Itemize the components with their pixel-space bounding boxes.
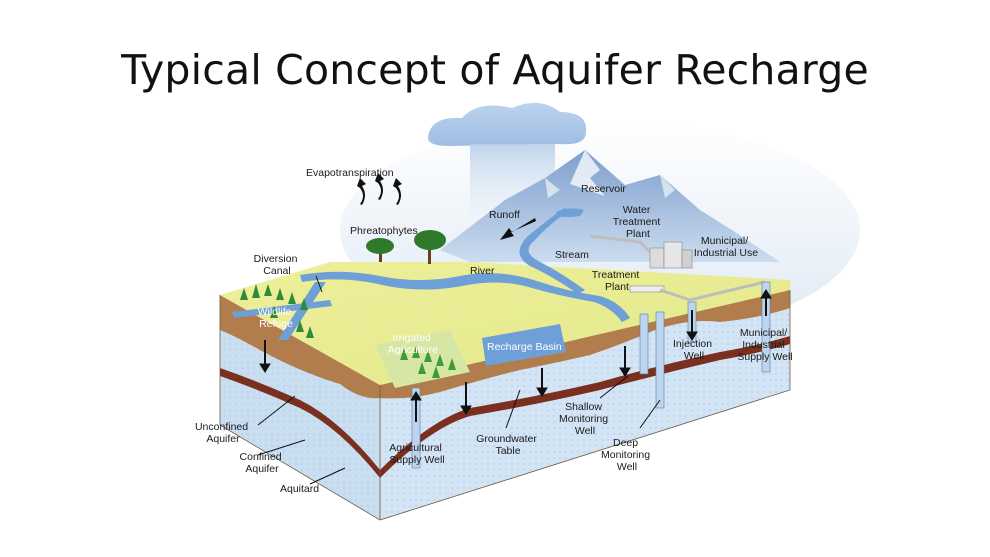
label-water-treatment-plant: Water Treatment Plant bbox=[613, 204, 663, 240]
wildlife-refuge-trees bbox=[240, 284, 314, 338]
land-surface bbox=[220, 262, 790, 385]
label-municipal-industrial-use: Municipal/ Industrial Use bbox=[694, 235, 758, 259]
label-river: River bbox=[470, 265, 495, 277]
label-wildlife-refuge: Wildlife Refuge bbox=[258, 306, 295, 330]
label-deep-monitoring-well: Deep Monitoring Well bbox=[601, 437, 653, 473]
label-municipal-industrial-supply-well: Municipal/ Industrial Supply Well bbox=[737, 327, 792, 363]
label-phreatophytes: Phreatophytes bbox=[350, 225, 418, 237]
flow-arrows bbox=[259, 289, 772, 422]
label-shallow-monitoring-well: Shallow Monitoring Well bbox=[559, 401, 611, 437]
label-treatment-plant: Treatment Plant bbox=[592, 269, 642, 293]
runoff-arrow bbox=[500, 218, 536, 240]
water-features bbox=[232, 208, 630, 388]
crop-rows bbox=[400, 346, 456, 378]
page-title: Typical Concept of Aquifer Recharge bbox=[121, 46, 869, 94]
label-unconfined-aquifer: Unconfined Aquifer bbox=[195, 421, 251, 445]
label-reservoir: Reservoir bbox=[581, 183, 626, 195]
leader-lines bbox=[257, 275, 661, 485]
treatment-plant-buildings bbox=[589, 234, 766, 302]
mountains bbox=[440, 150, 780, 262]
label-agricultural-supply-well: Agricultural Supply Well bbox=[389, 442, 444, 466]
label-stream: Stream bbox=[555, 249, 589, 261]
phreatophyte-trees bbox=[366, 230, 446, 264]
aquifer-block bbox=[219, 290, 791, 521]
label-aquitard: Aquitard bbox=[280, 483, 319, 495]
label-groundwater-table: Groundwater Table bbox=[476, 433, 540, 457]
label-runoff: Runoff bbox=[489, 209, 520, 221]
label-diversion-canal: Diversion Canal bbox=[254, 253, 301, 277]
label-recharge-basin: Recharge Basin bbox=[487, 341, 562, 353]
label-evapotranspiration: Evapotranspiration bbox=[306, 167, 394, 179]
label-confined-aquifer: Confined Aquifer bbox=[240, 451, 285, 475]
evapotranspiration-arrows bbox=[357, 173, 402, 205]
label-injection-well: Injection Well bbox=[673, 338, 715, 362]
label-irrigated-agriculture: Irrigated Agriculture bbox=[388, 332, 438, 356]
